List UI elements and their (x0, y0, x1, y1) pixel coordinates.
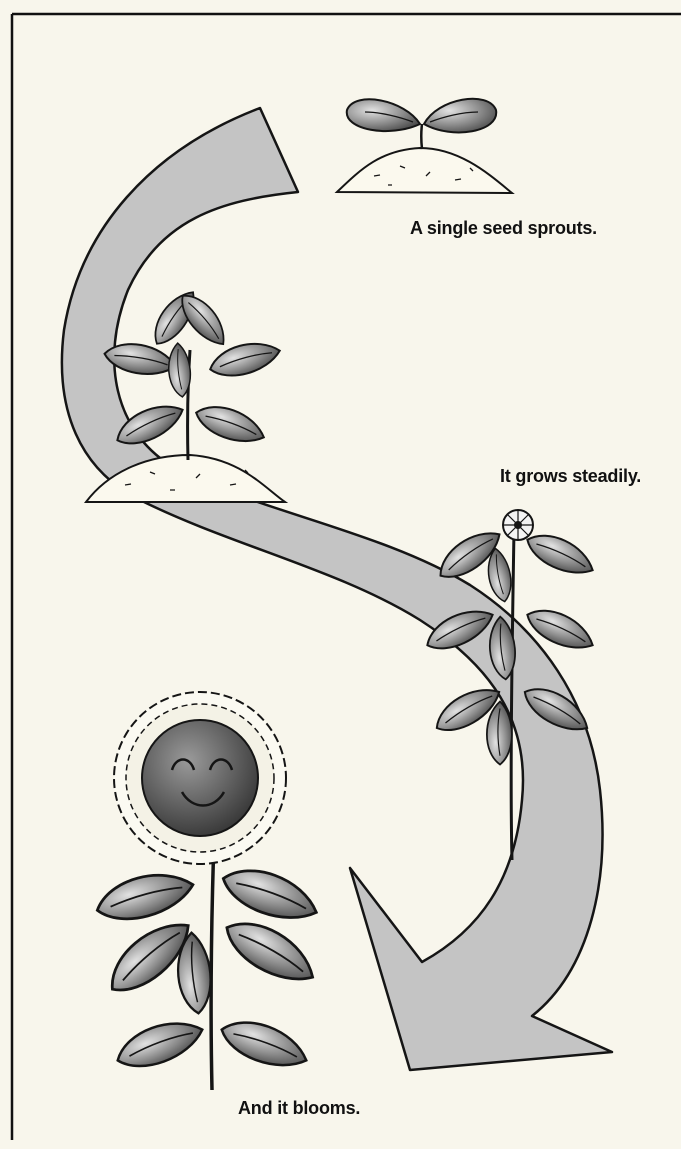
sprout-stem (421, 124, 422, 149)
caption-blooms: And it blooms. (238, 1098, 360, 1119)
caption-sprout: A single seed sprouts. (410, 218, 597, 239)
caption-grows: It grows steadily. (500, 466, 641, 487)
flower-bud (503, 510, 533, 540)
sunflower-face (142, 720, 258, 836)
